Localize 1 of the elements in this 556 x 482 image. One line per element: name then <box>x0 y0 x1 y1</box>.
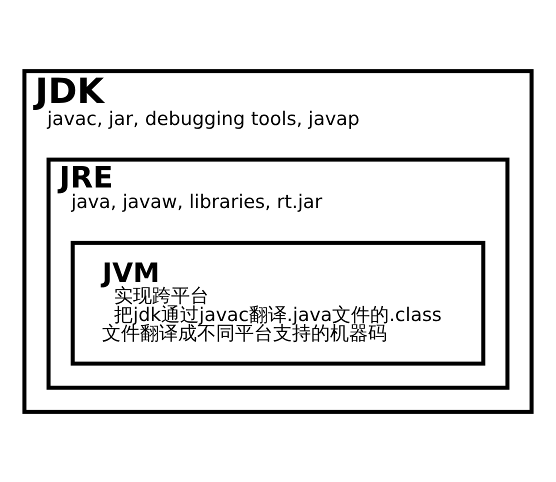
node-box: JVM 实现跨平台 把jdk通过javac翻译.java文件的.class 文件翻译成不同平台支持的机器码 <box>70 240 486 366</box>
